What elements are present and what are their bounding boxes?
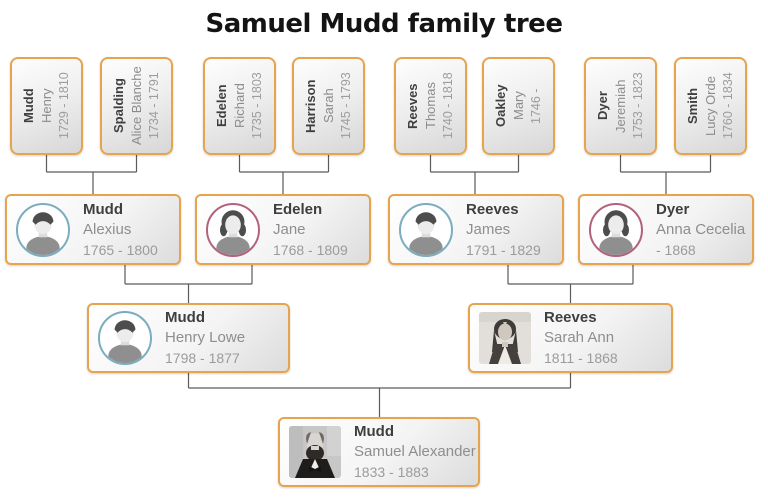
person-surname: Reeves	[544, 309, 597, 326]
male-avatar-icon	[98, 311, 152, 365]
person-surname: Smith	[685, 87, 700, 125]
ancestor-card[interactable]: Dyer Jeremiah 1753 - 1823	[584, 57, 657, 155]
person-given-name: Richard	[232, 83, 247, 129]
person-given-name: Henry Lowe	[165, 329, 246, 346]
subject-card[interactable]: Mudd Samuel Alexander 1833 - 1883	[278, 417, 480, 487]
person-given-name: Alexius	[83, 220, 132, 238]
person-given-name: Jane	[273, 220, 306, 238]
person-dates: 1760 - 1834	[721, 72, 735, 140]
male-avatar-icon	[16, 202, 70, 257]
person-surname: Harrison	[303, 79, 318, 133]
person-given-name: Anna Cecelia	[656, 220, 746, 238]
person-card[interactable]: Dyer Anna Cecelia - 1868	[578, 194, 754, 265]
person-dates: 1745 - 1793	[339, 72, 353, 140]
person-given-name: Mary	[511, 91, 526, 121]
person-dates: 1729 - 1810	[57, 72, 71, 140]
person-surname: Reeves	[405, 83, 420, 129]
person-card[interactable]: Reeves Sarah Ann 1811 - 1868	[468, 303, 673, 373]
person-card[interactable]: Edelen Jane 1768 - 1809	[195, 194, 371, 265]
person-dates: 1765 - 1800	[83, 241, 158, 258]
person-given-name: Sarah	[321, 88, 336, 124]
person-dates: - 1868	[656, 241, 696, 258]
person-dates: 1734 - 1791	[147, 72, 161, 140]
female-avatar-icon	[206, 202, 260, 257]
person-dates: 1768 - 1809	[273, 241, 348, 258]
person-surname: Spalding	[111, 78, 126, 134]
person-dates: 1740 - 1818	[441, 72, 455, 140]
person-given-name: James	[466, 220, 511, 238]
person-dates: 1791 - 1829	[466, 241, 541, 258]
portrait-photo	[289, 426, 341, 478]
person-dates: 1833 - 1883	[354, 464, 429, 480]
person-surname: Mudd	[83, 200, 123, 218]
person-surname: Edelen	[214, 84, 229, 128]
ancestor-card[interactable]: Oakley Mary 1746 -	[482, 57, 555, 155]
person-given-name: Samuel Alexander	[354, 443, 476, 460]
ancestor-card[interactable]: Smith Lucy Orde 1760 - 1834	[674, 57, 747, 155]
page-title: Samuel Mudd family tree	[205, 9, 563, 39]
person-surname: Edelen	[273, 200, 323, 218]
female-avatar-icon	[589, 202, 643, 257]
person-given-name: Sarah Ann	[544, 329, 615, 346]
ancestor-card[interactable]: Edelen Richard 1735 - 1803	[203, 57, 276, 155]
ancestor-card[interactable]: Mudd Henry 1729 - 1810	[10, 57, 83, 155]
ancestor-card[interactable]: Spalding Alice Blanche 1734 - 1791	[100, 57, 173, 155]
person-given-name: Alice Blanche	[129, 66, 144, 145]
person-surname: Mudd	[354, 423, 394, 440]
male-avatar-icon	[399, 202, 453, 257]
ancestor-card[interactable]: Reeves Thomas 1740 - 1818	[394, 57, 467, 155]
person-given-name: Henry	[39, 88, 54, 124]
person-given-name: Thomas	[423, 82, 438, 130]
person-surname: Oakley	[493, 84, 508, 128]
person-card[interactable]: Mudd Henry Lowe 1798 - 1877	[87, 303, 290, 373]
person-card[interactable]: Reeves James 1791 - 1829	[388, 194, 564, 265]
person-dates: 1735 - 1803	[250, 72, 264, 140]
person-given-name: Lucy Orde	[703, 76, 718, 136]
person-given-name: Jeremiah	[613, 79, 628, 133]
person-dates: 1811 - 1868	[544, 350, 618, 366]
person-surname: Dyer	[595, 91, 610, 121]
person-surname: Dyer	[656, 200, 690, 218]
person-surname: Reeves	[466, 200, 519, 218]
person-dates: 1746 -	[529, 88, 543, 124]
person-surname: Mudd	[165, 309, 205, 326]
ancestor-card[interactable]: Harrison Sarah 1745 - 1793	[292, 57, 365, 155]
person-card[interactable]: Mudd Alexius 1765 - 1800	[5, 194, 181, 265]
person-dates: 1798 - 1877	[165, 350, 240, 366]
portrait-photo	[479, 312, 531, 364]
person-dates: 1753 - 1823	[631, 72, 645, 140]
person-surname: Mudd	[21, 88, 36, 124]
